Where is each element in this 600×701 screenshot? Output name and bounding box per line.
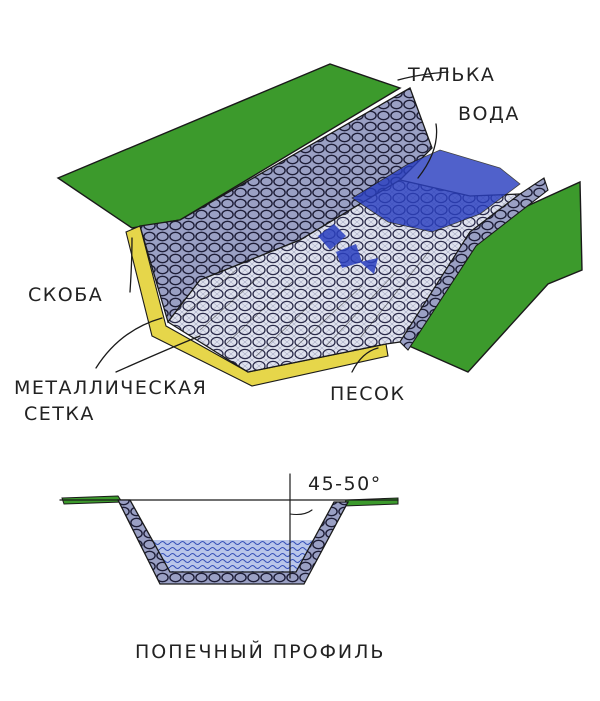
leader-sand (351, 347, 379, 373)
label-skoba: СКОБА (28, 284, 103, 306)
leader-skoba (129, 237, 133, 293)
label-mesh-line1: МЕТАЛЛИЧЕСКАЯ (14, 377, 207, 399)
leader-mesh-1 (95, 317, 163, 369)
water-patch-2 (336, 244, 362, 268)
leader-talka (397, 71, 449, 81)
label-angle: 45-50° (308, 473, 382, 495)
right-slope-mesh (399, 177, 549, 351)
profile-water (148, 540, 318, 574)
profile-mesh-lining (116, 499, 350, 585)
water-area (351, 149, 521, 233)
label-voda: ВОДА (458, 103, 520, 125)
label-mesh-line2: СЕТКА (24, 403, 95, 425)
cross-profile: 45-50° (59, 473, 399, 585)
perspective-sketch (56, 63, 583, 387)
caption-cross-profile: ПОПЕЧНЫЙ ПРОФИЛЬ (135, 640, 385, 663)
leader-voda (417, 123, 438, 179)
profile-grass-right (343, 497, 399, 507)
angle-arc (289, 509, 313, 516)
left-grass-bank (56, 63, 402, 229)
water-patch-1 (318, 224, 346, 250)
channel-hatching (179, 249, 431, 357)
leader-lines (95, 71, 449, 373)
water-patch-3 (360, 258, 378, 274)
label-talka: ТАЛЬКА (407, 64, 495, 86)
label-sand: ПЕСОК (330, 383, 406, 405)
leader-mesh-2 (115, 335, 201, 373)
